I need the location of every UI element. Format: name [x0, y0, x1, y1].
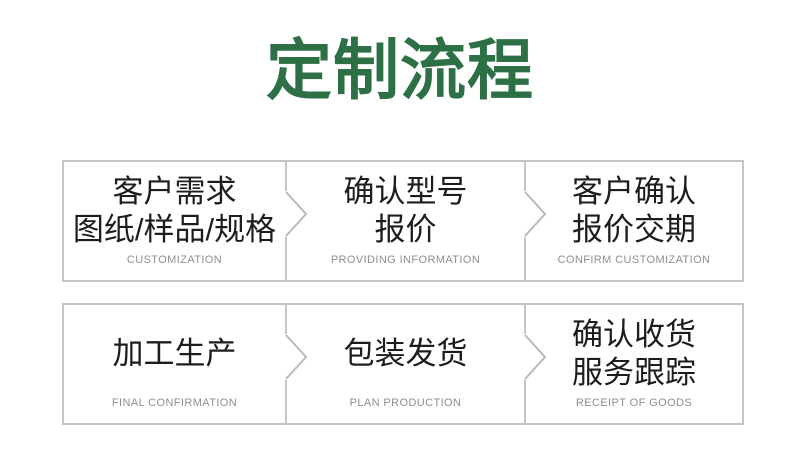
step-title-line: 客户需求 — [112, 174, 237, 209]
step-title-zh: 客户需求 图纸/样品/规格 — [64, 162, 285, 253]
step-label-en: CUSTOMIZATION — [126, 254, 223, 266]
step-label-en: CONFIRM CUSTOMIZATION — [557, 254, 711, 266]
step-confirm-model-quote: 确认型号 报价 PROVIDING INFORMATION — [285, 162, 524, 280]
step-title-line: 确认型号 — [343, 174, 468, 209]
step-title-line: 服务跟踪 — [572, 355, 696, 390]
step-packing-shipping: 包装发货 PLAN PRODUCTION — [285, 305, 524, 423]
process-row-2: 加工生产 FINAL CONFIRMATION 包装发货 PLAN PRODUC… — [62, 303, 744, 425]
step-label-en: FINAL CONFIRMATION — [111, 397, 238, 409]
step-title-line: 包装发货 — [343, 336, 468, 371]
step-title-zh: 确认收货 服务跟踪 — [526, 305, 742, 396]
step-title-zh: 客户确认 报价交期 — [526, 162, 742, 253]
step-title-zh: 加工生产 — [64, 305, 285, 396]
step-title-zh: 确认型号 报价 — [287, 162, 524, 253]
step-title-zh: 包装发货 — [287, 305, 524, 396]
step-title-line: 客户确认 — [572, 174, 696, 209]
step-label-en: RECEIPT OF GOODS — [575, 397, 693, 409]
step-label-en: PROVIDING INFORMATION — [330, 254, 481, 266]
page-title: 定制流程 — [266, 33, 534, 107]
step-customer-confirm: 客户确认 报价交期 CONFIRM CUSTOMIZATION — [524, 162, 742, 280]
step-production: 加工生产 FINAL CONFIRMATION — [64, 305, 285, 423]
process-row-1: 客户需求 图纸/样品/规格 CUSTOMIZATION 确认型号 报价 PROV… — [62, 160, 744, 282]
step-title-line: 确认收货 — [572, 317, 696, 352]
step-title-line: 报价交期 — [572, 212, 696, 247]
step-receipt-tracking: 确认收货 服务跟踪 RECEIPT OF GOODS — [524, 305, 742, 423]
step-label-en: PLAN PRODUCTION — [349, 397, 462, 409]
step-title-line: 图纸/样品/规格 — [72, 212, 277, 247]
step-title-line: 加工生产 — [112, 336, 237, 371]
step-title-line: 报价 — [374, 212, 437, 247]
step-customer-needs: 客户需求 图纸/样品/规格 CUSTOMIZATION — [64, 162, 285, 280]
